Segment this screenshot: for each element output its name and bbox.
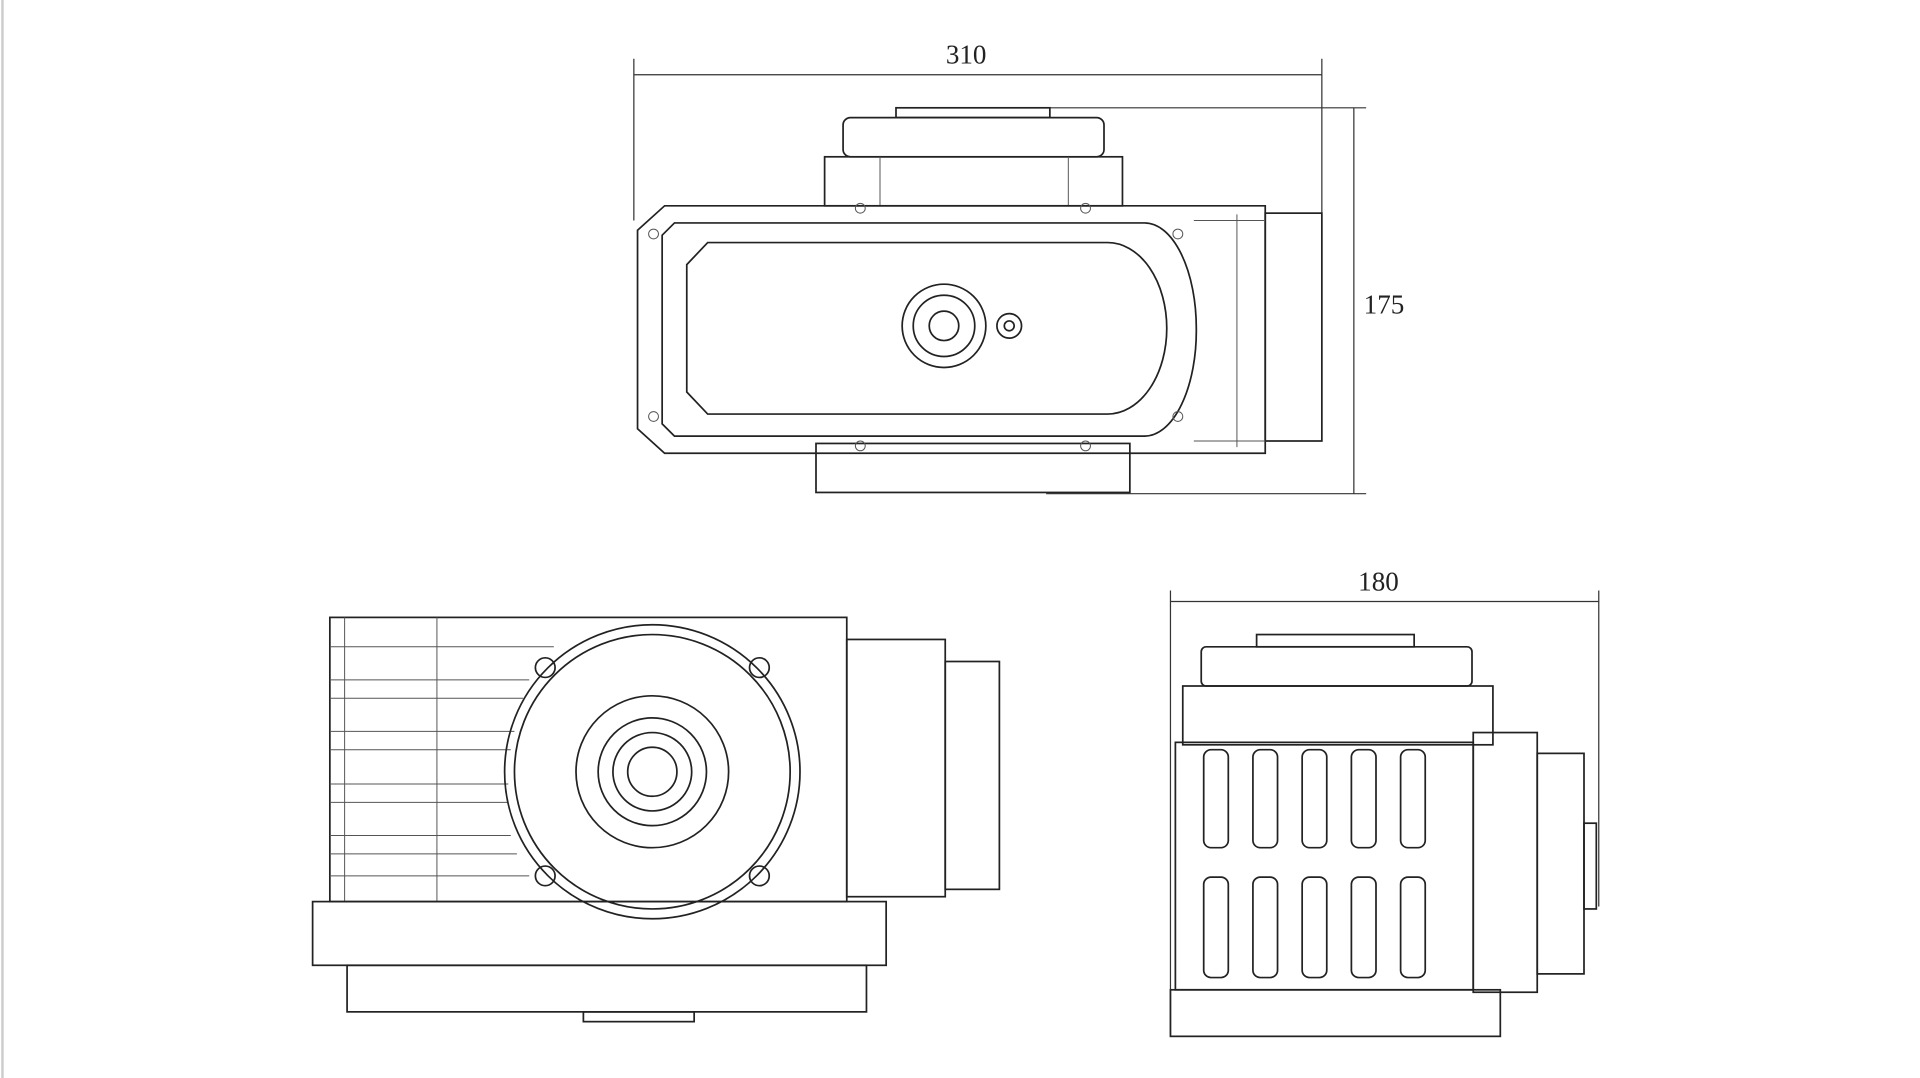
dimension-width-top: 310 (946, 40, 987, 70)
dimension-height: 175 (1364, 290, 1405, 320)
side-view: 180 (1169, 567, 1600, 1038)
top-view: 310 175 (633, 40, 1405, 495)
dimension-width-side: 180 (1358, 567, 1399, 597)
front-view (311, 616, 1001, 1023)
